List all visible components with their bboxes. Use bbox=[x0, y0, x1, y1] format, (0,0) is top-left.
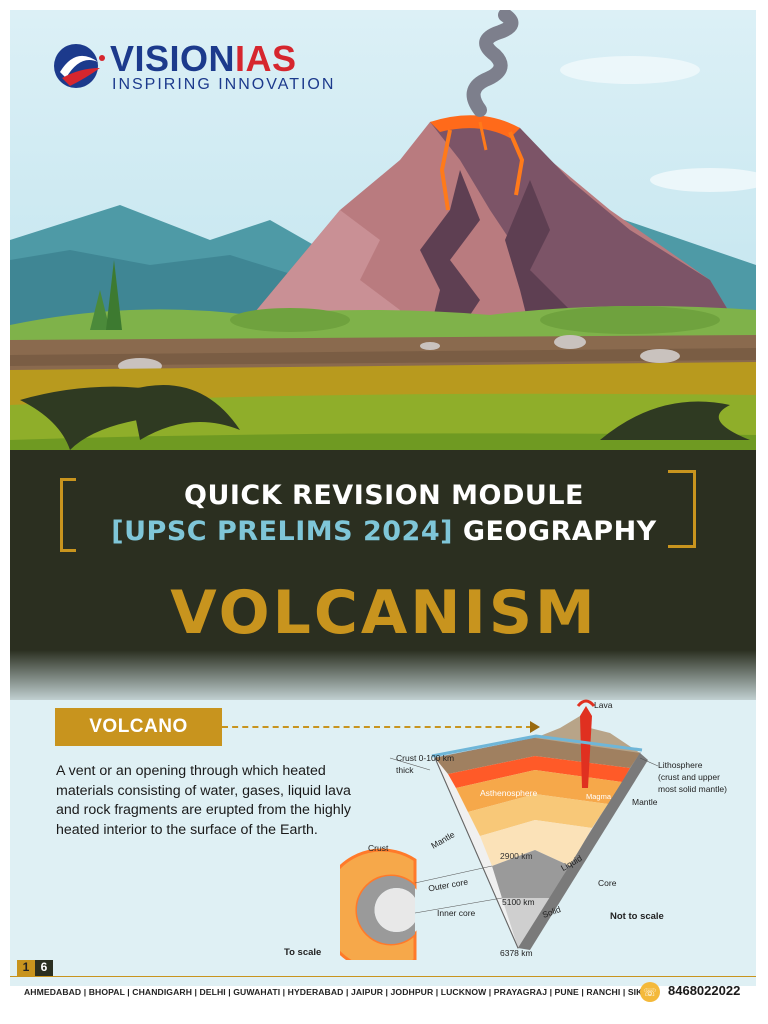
vision-ias-logo: VISIONIAS INSPIRING INNOVATION bbox=[50, 38, 380, 98]
footer-phone[interactable]: 8468022022 bbox=[668, 983, 741, 998]
module-title-line1: QUICK REVISION MODULE bbox=[184, 480, 584, 511]
section-divider bbox=[222, 726, 532, 728]
volcano-definition: A vent or an opening through which heate… bbox=[56, 763, 351, 838]
diagram-label-lithosphere: Lithosphere bbox=[658, 760, 703, 770]
logo-wordmark: VISIONIAS bbox=[110, 38, 297, 80]
page-total: 6 bbox=[35, 960, 53, 976]
logo-swoosh-icon bbox=[54, 44, 105, 88]
diagram-label-lithosphere-note1: (crust and upper bbox=[658, 772, 720, 782]
diagram-label-mantle-right: Mantle bbox=[632, 797, 658, 807]
module-title-line2: [UPSC PRELIMS 2024] GEOGRAPHY bbox=[0, 516, 768, 547]
diagram-label-core: Core bbox=[598, 878, 617, 888]
diagram-label-2900km: 2900 km bbox=[500, 851, 533, 861]
diagram-label-magma: Magma bbox=[586, 792, 612, 801]
diagram-label-crust-thick: Crust 0-100 km bbox=[396, 753, 455, 763]
poster-frame bbox=[10, 10, 756, 986]
logo-brand-main: VISION bbox=[110, 38, 236, 79]
footer-cities: AHMEDABAD | BHOPAL | CHANDIGARH | DELHI … bbox=[24, 987, 656, 997]
title-bracket-right bbox=[668, 470, 696, 548]
diagram-label-crust: Crust bbox=[368, 843, 389, 853]
diagram-label-asthenosphere: Asthenosphere bbox=[480, 788, 538, 798]
logo-brand-accent: IAS bbox=[235, 38, 297, 79]
diagram-label-lithosphere-note2: most solid mantle) bbox=[658, 784, 727, 794]
title-bracket-left bbox=[60, 478, 76, 552]
diagram-label-6378km: 6378 km bbox=[500, 948, 533, 958]
earth-structure-diagram bbox=[340, 699, 659, 960]
page-current: 1 bbox=[17, 960, 35, 976]
diagram-label-crust-thick-2: thick bbox=[396, 765, 414, 775]
module-title-highlight: [UPSC PRELIMS 2024] bbox=[111, 516, 453, 547]
footer-divider bbox=[10, 976, 756, 977]
section-tag-volcano: VOLCANO bbox=[55, 708, 222, 746]
diagram-label-inner-core: Inner core bbox=[437, 908, 476, 918]
logo-tagline: INSPIRING INNOVATION bbox=[112, 76, 336, 93]
diagram-label-lava: Lava bbox=[594, 700, 613, 710]
page-title: VOLCANISM bbox=[170, 578, 598, 648]
page-indicator: 1 6 bbox=[17, 960, 53, 976]
diagram-label-5100km: 5100 km bbox=[502, 897, 535, 907]
diagram-label-not-to-scale: Not to scale bbox=[610, 911, 664, 922]
arrow-head-icon bbox=[530, 721, 540, 733]
module-title-subject: GEOGRAPHY bbox=[462, 516, 657, 547]
diagram-label-to-scale: To scale bbox=[284, 947, 322, 958]
phone-icon: ☏ bbox=[640, 982, 660, 1002]
